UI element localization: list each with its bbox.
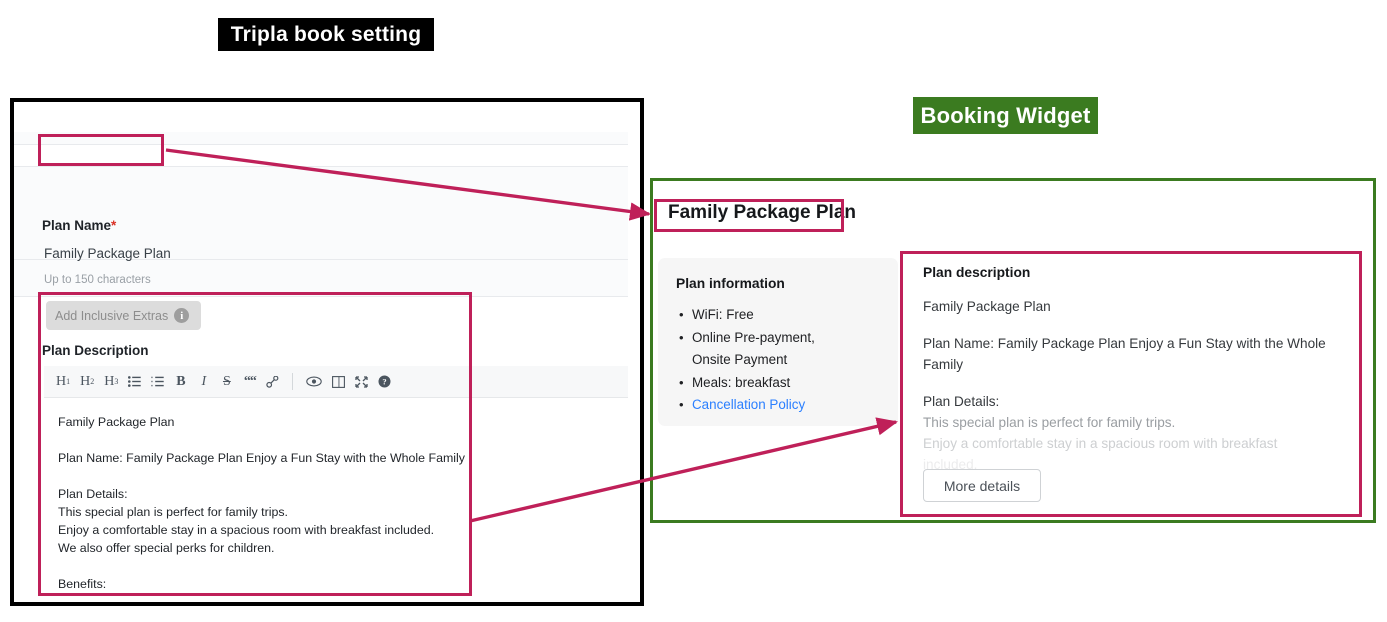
svg-text:?: ? — [383, 377, 387, 387]
bold-icon[interactable]: B — [176, 373, 186, 389]
plan-description-editor[interactable]: Family Package Plan Plan Name: Family Pa… — [44, 399, 636, 602]
editor-blank-line — [58, 431, 620, 449]
plan-details-line: Enjoy a comfortable stay in a spacious r… — [923, 436, 1278, 451]
admin-plan-settings-panel: Plan Name* Family Package Plan Up to 150… — [10, 98, 644, 606]
list-item: WiFi: Free — [679, 304, 880, 327]
plan-information-card: Plan information WiFi: Free Online Pre-p… — [658, 258, 898, 426]
preview-icon[interactable] — [306, 374, 323, 390]
panel-right-margin — [628, 102, 640, 602]
plan-details-line: included. — [923, 457, 978, 472]
info-icon[interactable]: i — [174, 308, 190, 323]
list-item: Online Pre-payment, — [679, 327, 880, 350]
strikethrough-icon[interactable]: S — [222, 373, 231, 389]
panel-background: Plan Name* Family Package Plan Up to 150… — [14, 102, 640, 602]
more-details-button[interactable]: More details — [923, 469, 1041, 502]
list-item-continuation: Onsite Payment — [692, 352, 788, 367]
required-asterisk: * — [111, 218, 117, 233]
editor-blank-line — [58, 593, 620, 602]
editor-line: Family Package Plan — [58, 415, 175, 429]
plan-details-label: Plan Details: — [923, 394, 1000, 409]
numbered-list-icon[interactable] — [151, 374, 165, 390]
plan-information-list: WiFi: Free Online Pre-payment, Onsite Pa… — [676, 304, 880, 417]
annotation-badge-tripla-book-setting: Tripla book setting — [218, 18, 434, 51]
editor-line: Plan Name: Family Package Plan Enjoy a F… — [58, 451, 465, 465]
editor-line: This special plan is perfect for family … — [58, 505, 288, 519]
editor-line: Plan Details: — [58, 487, 128, 501]
editor-line: Enjoy a comfortable stay in a spacious r… — [58, 523, 435, 537]
add-inclusive-extras-button[interactable]: Add Inclusive Extras i — [46, 301, 201, 330]
widget-plan-title: Family Package Plan — [668, 202, 856, 223]
plan-details-block: Plan Details: This special plan is perfe… — [923, 391, 1344, 475]
form-divider — [14, 144, 640, 145]
plan-description-label: Plan Description — [42, 343, 149, 358]
plan-information-heading: Plan information — [676, 276, 785, 291]
character-limit-hint: Up to 150 characters — [44, 274, 151, 286]
toolbar-divider — [292, 373, 294, 390]
list-item: Meals: breakfast — [679, 372, 880, 395]
form-divider — [14, 296, 640, 297]
plan-name-label-text: Plan Name — [42, 218, 112, 233]
cancellation-policy-link[interactable]: Cancellation Policy — [679, 394, 880, 417]
plan-description-paragraph: Plan Name: Family Package Plan Enjoy a F… — [923, 336, 1326, 372]
blockquote-icon[interactable]: ““ — [243, 373, 257, 389]
plan-name-input[interactable]: Family Package Plan — [44, 245, 171, 261]
form-divider — [14, 259, 640, 260]
annotation-badge-booking-widget: Booking Widget — [913, 97, 1098, 134]
plan-details-line: This special plan is perfect for family … — [923, 415, 1176, 430]
plan-description-paragraph: Family Package Plan — [923, 299, 1051, 314]
fullscreen-icon[interactable] — [355, 374, 369, 390]
side-by-side-icon[interactable] — [332, 374, 346, 390]
form-row-shade — [14, 260, 640, 296]
plan-description-card: Plan description Family Package Plan Pla… — [903, 253, 1362, 516]
plan-name-label: Plan Name* — [42, 218, 116, 233]
italic-icon[interactable]: I — [201, 373, 207, 389]
bulleted-list-icon[interactable] — [128, 374, 142, 390]
add-inclusive-extras-label: Add Inclusive Extras — [55, 308, 169, 323]
plan-description-heading: Plan description — [923, 265, 1031, 280]
link-icon[interactable] — [266, 374, 279, 390]
form-row-shade — [14, 132, 640, 144]
editor-blank-line — [58, 467, 620, 485]
editor-line: We also offer special perks for children… — [58, 541, 275, 555]
editor-blank-line — [58, 557, 620, 575]
help-icon[interactable]: ? — [378, 374, 391, 390]
editor-line: Benefits: — [58, 577, 107, 591]
